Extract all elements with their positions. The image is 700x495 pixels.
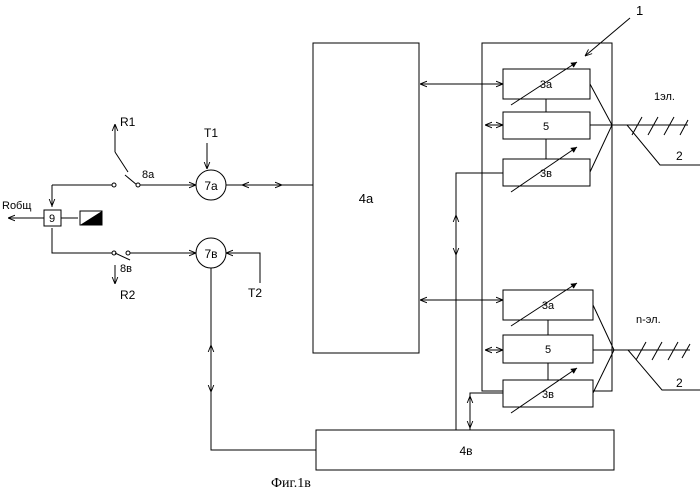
bottom-feed-lines xyxy=(593,305,614,393)
antenna-top-label: 1эл. xyxy=(654,91,675,103)
circle-7v-label: 7в xyxy=(204,247,217,261)
link-4v-bottom-3v xyxy=(470,393,503,430)
t1-label: T1 xyxy=(204,126,218,140)
top-feed-lines xyxy=(590,84,612,172)
ref-2-top-label: 2 xyxy=(676,149,683,163)
group-number-label: 1 xyxy=(636,3,643,18)
circle-7a-label: 7а xyxy=(204,179,218,193)
antenna-bottom xyxy=(614,342,700,390)
ref-2-bottom-label: 2 xyxy=(676,376,683,390)
antenna-top xyxy=(612,117,700,165)
group-number-leader xyxy=(585,18,630,56)
figure-caption: Фиг.1в xyxy=(271,476,311,491)
switch-8a-contact-right xyxy=(136,183,140,187)
element-bottom-5-label: 5 xyxy=(545,344,551,356)
block-4a-label: 4а xyxy=(359,191,374,206)
t2-label: T2 xyxy=(248,286,262,300)
r2-label: R2 xyxy=(120,288,136,302)
element-top-5-label: 5 xyxy=(543,121,549,133)
block-9-label: 9 xyxy=(49,213,55,225)
block-4v-label: 4в xyxy=(459,444,472,458)
antenna-bottom-label: n-эл. xyxy=(636,314,661,326)
switch-8v-contact-right xyxy=(126,251,130,255)
t2-line xyxy=(226,253,260,283)
element-top-3v-label: 3в xyxy=(540,168,552,180)
switch-8a-contact-left xyxy=(112,183,116,187)
r-total-label: Rобщ xyxy=(2,200,31,212)
switch-8a xyxy=(115,152,137,185)
switch-8v-label: 8в xyxy=(120,263,132,275)
link-7v-4v xyxy=(211,268,316,450)
r1-label: R1 xyxy=(120,115,136,129)
switch-8a-label: 8а xyxy=(142,169,155,181)
